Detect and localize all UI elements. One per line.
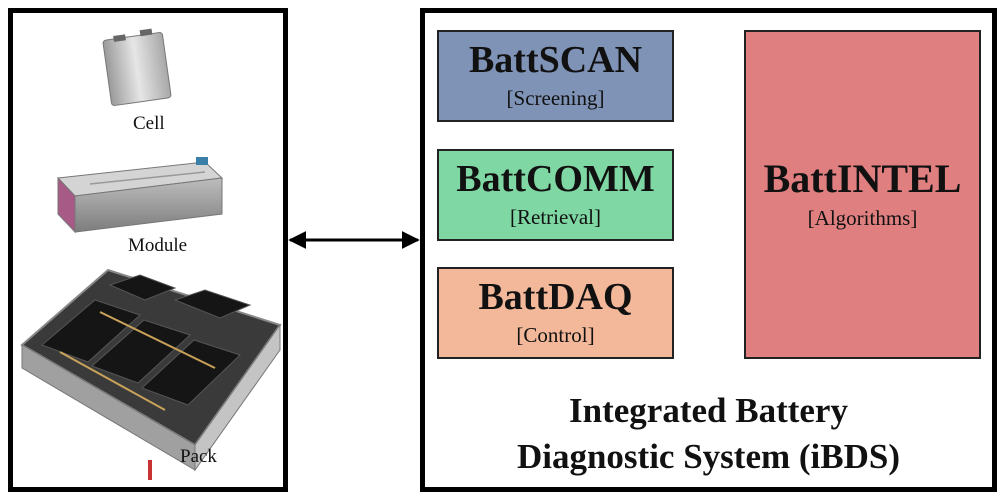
cell-picture: [102, 28, 172, 106]
module-label: Module: [128, 235, 188, 256]
ibds-title: Integrated Battery Diagnostic System (iB…: [425, 388, 992, 479]
battscan-title: BattSCAN: [468, 38, 643, 81]
pack-label: Pack: [180, 446, 217, 467]
ibds-title-line2: Diagnostic System (iBDS): [516, 436, 901, 476]
battdaq-block: BattDAQ [Control]: [437, 267, 674, 359]
ibds-title-line1: Integrated Battery: [569, 391, 848, 430]
battcomm-title: BattCOMM: [456, 157, 655, 200]
battdaq-title: BattDAQ: [478, 275, 633, 318]
battintel-subtitle: [Algorithms]: [807, 206, 918, 230]
module-picture: [56, 157, 224, 234]
battdaq-subtitle: [Control]: [516, 323, 595, 348]
battintel-block: BattINTEL [Algorithms]: [744, 30, 981, 359]
battcomm-block: BattCOMM [Retrieval]: [437, 149, 674, 241]
pack-picture: [20, 268, 282, 480]
battscan-subtitle: [Screening]: [506, 86, 605, 111]
cell-label: Cell: [133, 113, 165, 134]
battintel-title: BattINTEL: [763, 156, 962, 201]
battscan-block: BattSCAN [Screening]: [437, 30, 674, 122]
battcomm-subtitle: [Retrieval]: [510, 205, 601, 230]
